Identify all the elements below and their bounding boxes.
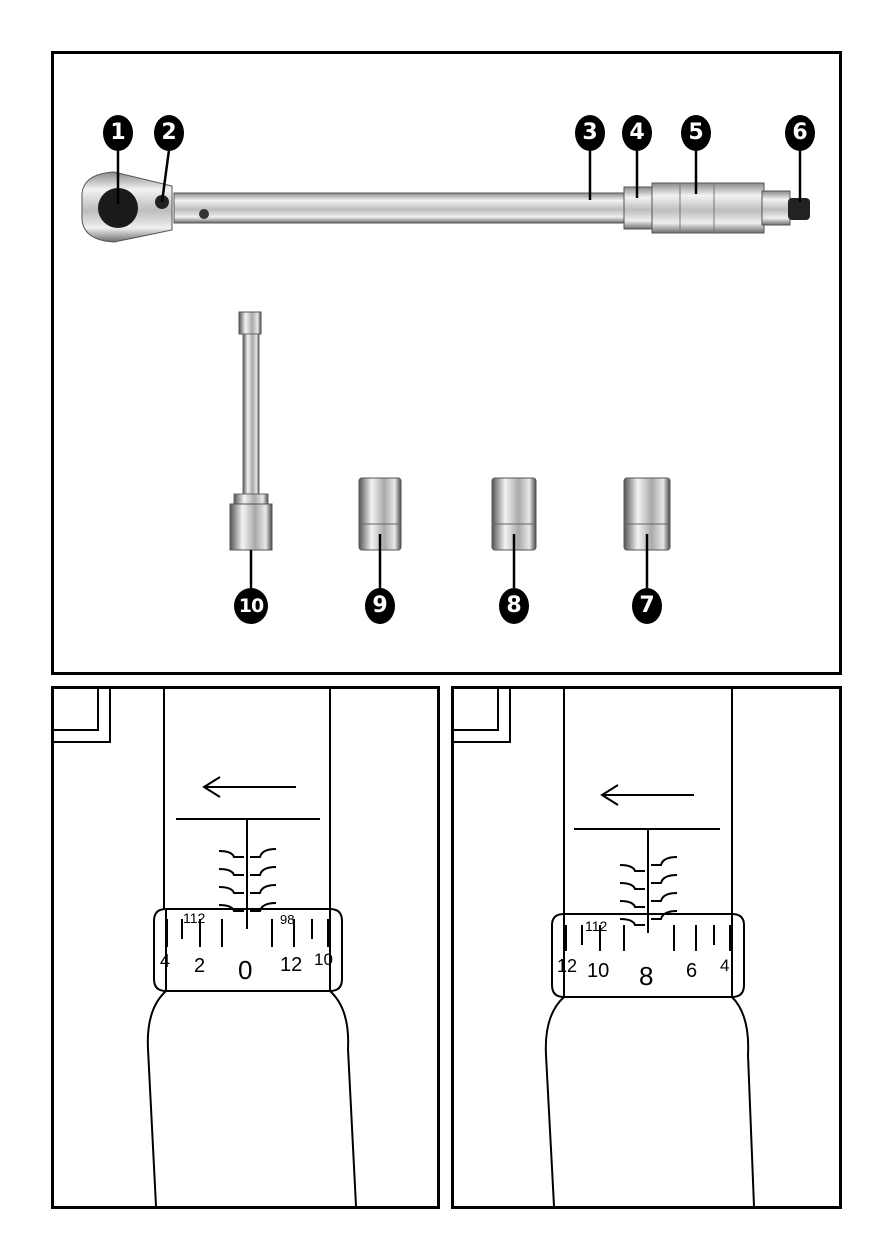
- callout-7: 7: [632, 588, 662, 624]
- scale-drawing-left: [54, 689, 357, 1206]
- scale-label: 12: [280, 954, 303, 976]
- scale-label-current: 0: [238, 955, 253, 985]
- scale-small-label-112: 112: [585, 918, 608, 934]
- callout-8: 8: [499, 588, 529, 624]
- callout-9: 9: [365, 588, 395, 624]
- callout-leaders: [116, 149, 802, 588]
- callout-4: 4: [622, 115, 652, 151]
- callout-5: 5: [681, 115, 711, 151]
- torque-wrench: [81, 171, 810, 243]
- callout-1: 1: [103, 115, 133, 151]
- scale-label-current: 8: [639, 961, 654, 991]
- scale-label: 4: [160, 951, 171, 971]
- scale-detail-right-panel: 112 12 10 8 6 4: [451, 686, 842, 1209]
- scale-small-label-98: 98: [280, 912, 295, 927]
- scale-small-label-112: 112: [183, 910, 206, 926]
- scale-label: 10: [314, 950, 333, 969]
- scale-label: 4: [720, 956, 730, 975]
- callout-3: 3: [575, 115, 605, 151]
- callout-2: 2: [154, 115, 184, 151]
- scale-label: 12: [557, 956, 578, 976]
- product-overview-panel: 1 2 3 4 5 6 7 8 9 10: [51, 51, 842, 675]
- scale-label: 2: [194, 955, 206, 977]
- callout-10: 10: [234, 588, 268, 624]
- product-illustration: [81, 149, 810, 588]
- scale-drawing-right: [454, 689, 755, 1206]
- scale-detail-left-panel: 112 98 4 2 0 12 10: [51, 686, 440, 1209]
- callout-6: 6: [785, 115, 815, 151]
- scale-label: 10: [587, 960, 610, 982]
- scale-label: 6: [686, 960, 698, 982]
- extension-bar: [229, 311, 273, 551]
